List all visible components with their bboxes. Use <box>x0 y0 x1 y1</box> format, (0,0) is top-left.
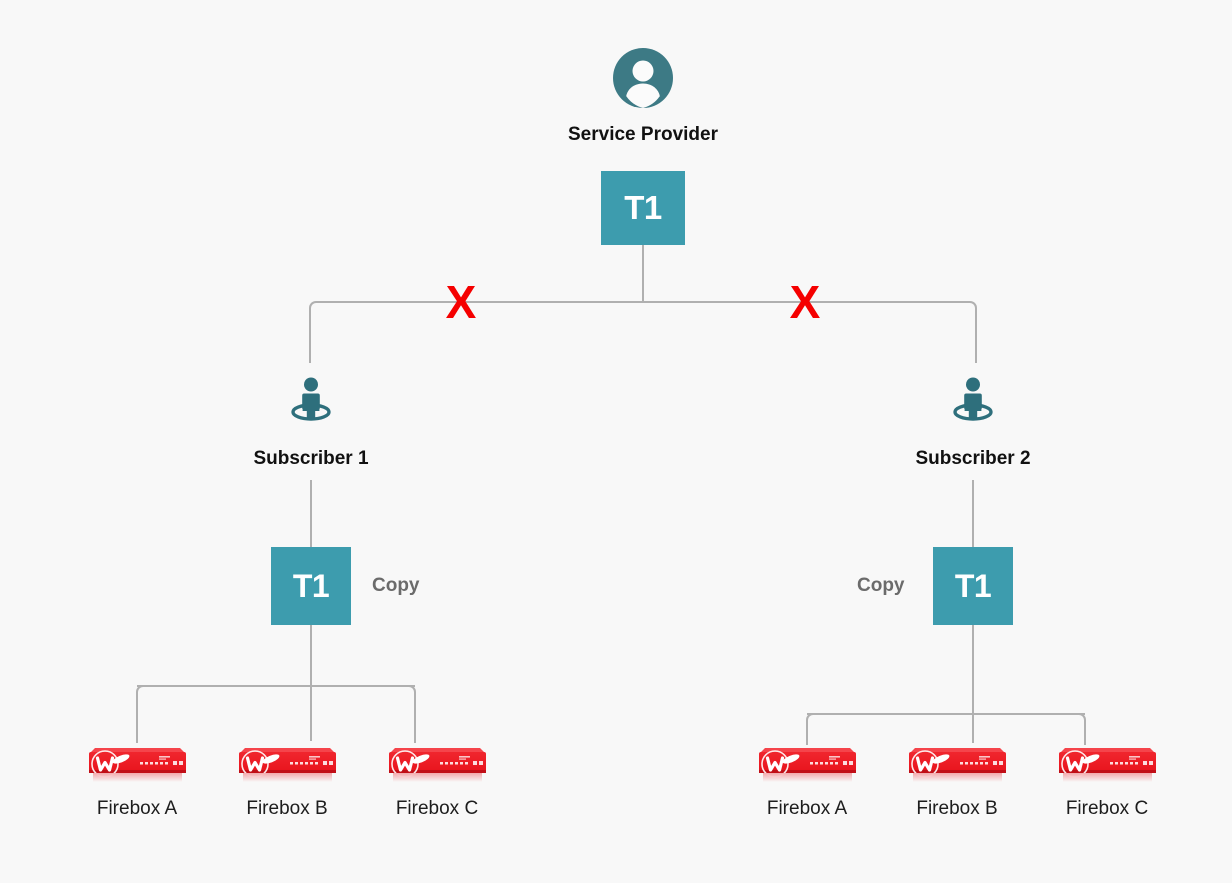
subscriber-2-firebox-a-label: Firebox A <box>766 798 848 819</box>
blocked-link-left-x-icon: X <box>445 276 477 328</box>
subscriber-2-copy-label: Copy <box>857 575 905 596</box>
subscriber-2-person-icon <box>950 376 996 422</box>
subscriber-1-firebox-b-icon[interactable] <box>235 739 340 787</box>
root-template-label: T1 <box>624 189 662 226</box>
subscriber-1-firebox-c-icon[interactable] <box>385 739 490 787</box>
connector-subscriber-2-to-firebox-b <box>972 713 974 743</box>
subscriber-1-firebox-b-label: Firebox B <box>246 798 328 819</box>
subscriber-2-firebox-a-icon[interactable] <box>755 739 860 787</box>
connector-subscriber-1-to-firebox-c <box>404 685 416 743</box>
subscriber-1-firebox-c-label: Firebox C <box>395 798 479 819</box>
blocked-link-right-x-icon: X <box>789 276 821 328</box>
subscriber-1-template-label: T1 <box>292 567 330 604</box>
subscriber-2-firebox-c-label: Firebox C <box>1065 798 1149 819</box>
subscriber-1-template-tile[interactable]: T1 <box>271 547 351 625</box>
subscriber-1-label: Subscriber 1 <box>253 448 369 469</box>
connector-subscriber-2-to-firebox-a <box>806 713 818 745</box>
connector-subscriber-1-fanout-bar <box>137 685 415 687</box>
connector-root-stem <box>642 245 644 303</box>
user-avatar-icon <box>613 48 673 108</box>
connector-subscriber-2-fanout-bar <box>807 713 1085 715</box>
connector-root-to-subscriber-2 <box>642 301 977 363</box>
subscriber-2-template-label: T1 <box>954 567 992 604</box>
subscriber-1-firebox-a-label: Firebox A <box>96 798 178 819</box>
subscriber-1-copy-label: Copy <box>372 575 420 596</box>
subscriber-1-person-icon <box>288 376 334 422</box>
subscriber-2-firebox-b-label: Firebox B <box>916 798 998 819</box>
connector-root-to-subscriber-1 <box>309 301 645 363</box>
root-template-tile[interactable]: T1 <box>601 171 685 245</box>
subscriber-1-firebox-a-icon[interactable] <box>85 739 190 787</box>
subscriber-2-firebox-c-icon[interactable] <box>1055 739 1160 787</box>
subscriber-2-template-tile[interactable]: T1 <box>933 547 1013 625</box>
connector-subscriber-1-to-firebox-b <box>310 685 312 741</box>
connector-subscriber-1-to-firebox-a <box>136 685 148 743</box>
subscriber-2-label: Subscriber 2 <box>915 448 1031 469</box>
subscriber-2-firebox-b-icon[interactable] <box>905 739 1010 787</box>
service-provider-label: Service Provider <box>568 124 718 145</box>
connector-subscriber-2-to-firebox-c <box>1074 713 1086 745</box>
